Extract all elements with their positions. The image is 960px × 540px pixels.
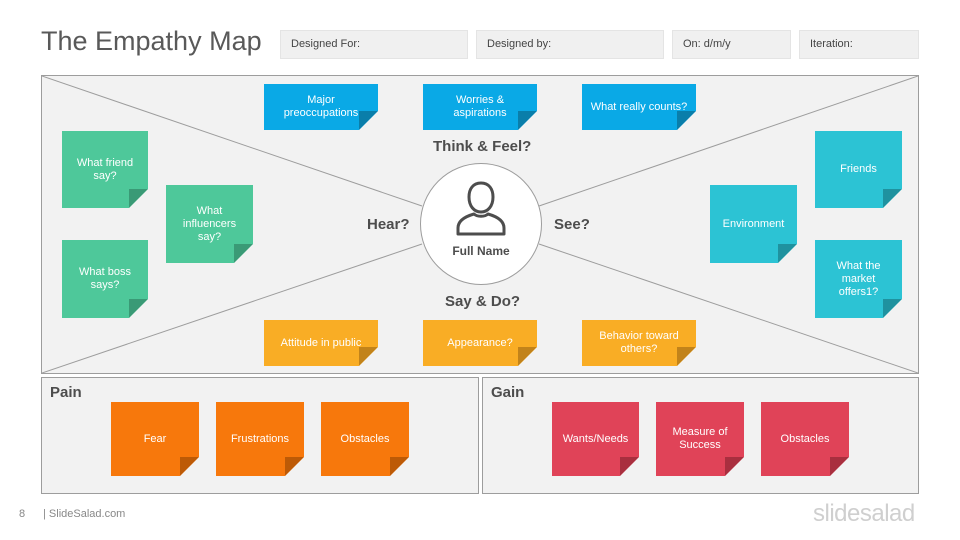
note-label: Appearance?: [447, 336, 513, 349]
pain-panel: Pain Fear Frustrations Obstacles: [41, 377, 479, 494]
pain-title: Pain: [50, 384, 82, 401]
note-label: Worries & aspirations: [453, 94, 507, 119]
see-note-1[interactable]: Friends: [815, 131, 902, 208]
gain-note-1[interactable]: Wants/Needs: [552, 402, 639, 476]
think-note-3[interactable]: What really counts?: [582, 84, 696, 130]
divider-top-right: [538, 76, 918, 207]
pain-note-3[interactable]: Obstacles: [321, 402, 409, 476]
note-label: What the market offers1?: [836, 259, 881, 298]
page-number: 8: [19, 508, 26, 520]
note-label: Measure of Success: [672, 426, 728, 451]
gain-panel: Gain Wants/Needs Measure of Success Obst…: [482, 377, 919, 494]
gain-note-3[interactable]: Obstacles: [761, 402, 849, 476]
say-do-label: Say & Do?: [445, 293, 521, 310]
note-label: Obstacles: [780, 432, 830, 445]
gain-title: Gain: [491, 384, 525, 401]
note-label: Fear: [143, 432, 167, 445]
footer-site-link[interactable]: | SlideSalad.com: [43, 508, 126, 520]
think-note-1[interactable]: Major preoccupations: [264, 84, 378, 130]
divider-top-left: [42, 76, 423, 207]
see-note-2[interactable]: Environment: [710, 185, 797, 263]
say-note-2[interactable]: Appearance?: [423, 320, 537, 366]
see-note-3[interactable]: What the market offers1?: [815, 240, 902, 318]
think-note-2[interactable]: Worries & aspirations: [423, 84, 537, 130]
note-label: What influencers say?: [182, 204, 237, 243]
note-label: Environment: [722, 217, 785, 230]
hear-note-1[interactable]: What friend say?: [62, 131, 148, 208]
persona-circle: Full Name: [420, 163, 542, 285]
note-label: What boss says?: [79, 266, 131, 291]
note-label: Attitude in public: [280, 336, 362, 349]
say-note-1[interactable]: Attitude in public: [264, 320, 378, 366]
hear-label: Hear?: [367, 216, 410, 233]
iteration-field[interactable]: Iteration:: [799, 30, 919, 59]
hear-note-2[interactable]: What influencers say?: [166, 185, 253, 263]
persona-name: Full Name: [452, 244, 510, 258]
think-feel-label: Think & Feel?: [433, 138, 532, 155]
brand-logo: slidesalad: [813, 500, 915, 527]
designed-for-field[interactable]: Designed For:: [280, 30, 468, 59]
pain-note-1[interactable]: Fear: [111, 402, 199, 476]
note-label: Frustrations: [230, 432, 290, 445]
divider-bottom-right: [538, 243, 918, 373]
pain-note-2[interactable]: Frustrations: [216, 402, 304, 476]
note-label: Major preoccupations: [283, 94, 359, 119]
note-label: Friends: [840, 163, 877, 175]
note-label: What friend say?: [76, 156, 134, 182]
divider-bottom-left: [42, 243, 423, 373]
note-label: Behavior toward others?: [599, 330, 679, 355]
quadrant-divider-lines: [42, 76, 918, 373]
date-field[interactable]: On: d/m/y: [672, 30, 791, 59]
note-label: What really counts?: [590, 100, 688, 113]
hear-note-3[interactable]: What boss says?: [62, 240, 148, 318]
see-label: See?: [554, 216, 590, 233]
person-icon: [456, 181, 506, 236]
empathy-map: Think & Feel? Hear? See? Say & Do? Full …: [41, 75, 919, 374]
page-title: The Empathy Map: [41, 26, 262, 56]
gain-note-2[interactable]: Measure of Success: [656, 402, 744, 476]
note-label: Obstacles: [340, 432, 390, 445]
say-note-3[interactable]: Behavior toward others?: [582, 320, 696, 366]
designed-by-field[interactable]: Designed by:: [476, 30, 664, 59]
note-label: Wants/Needs: [562, 432, 629, 445]
